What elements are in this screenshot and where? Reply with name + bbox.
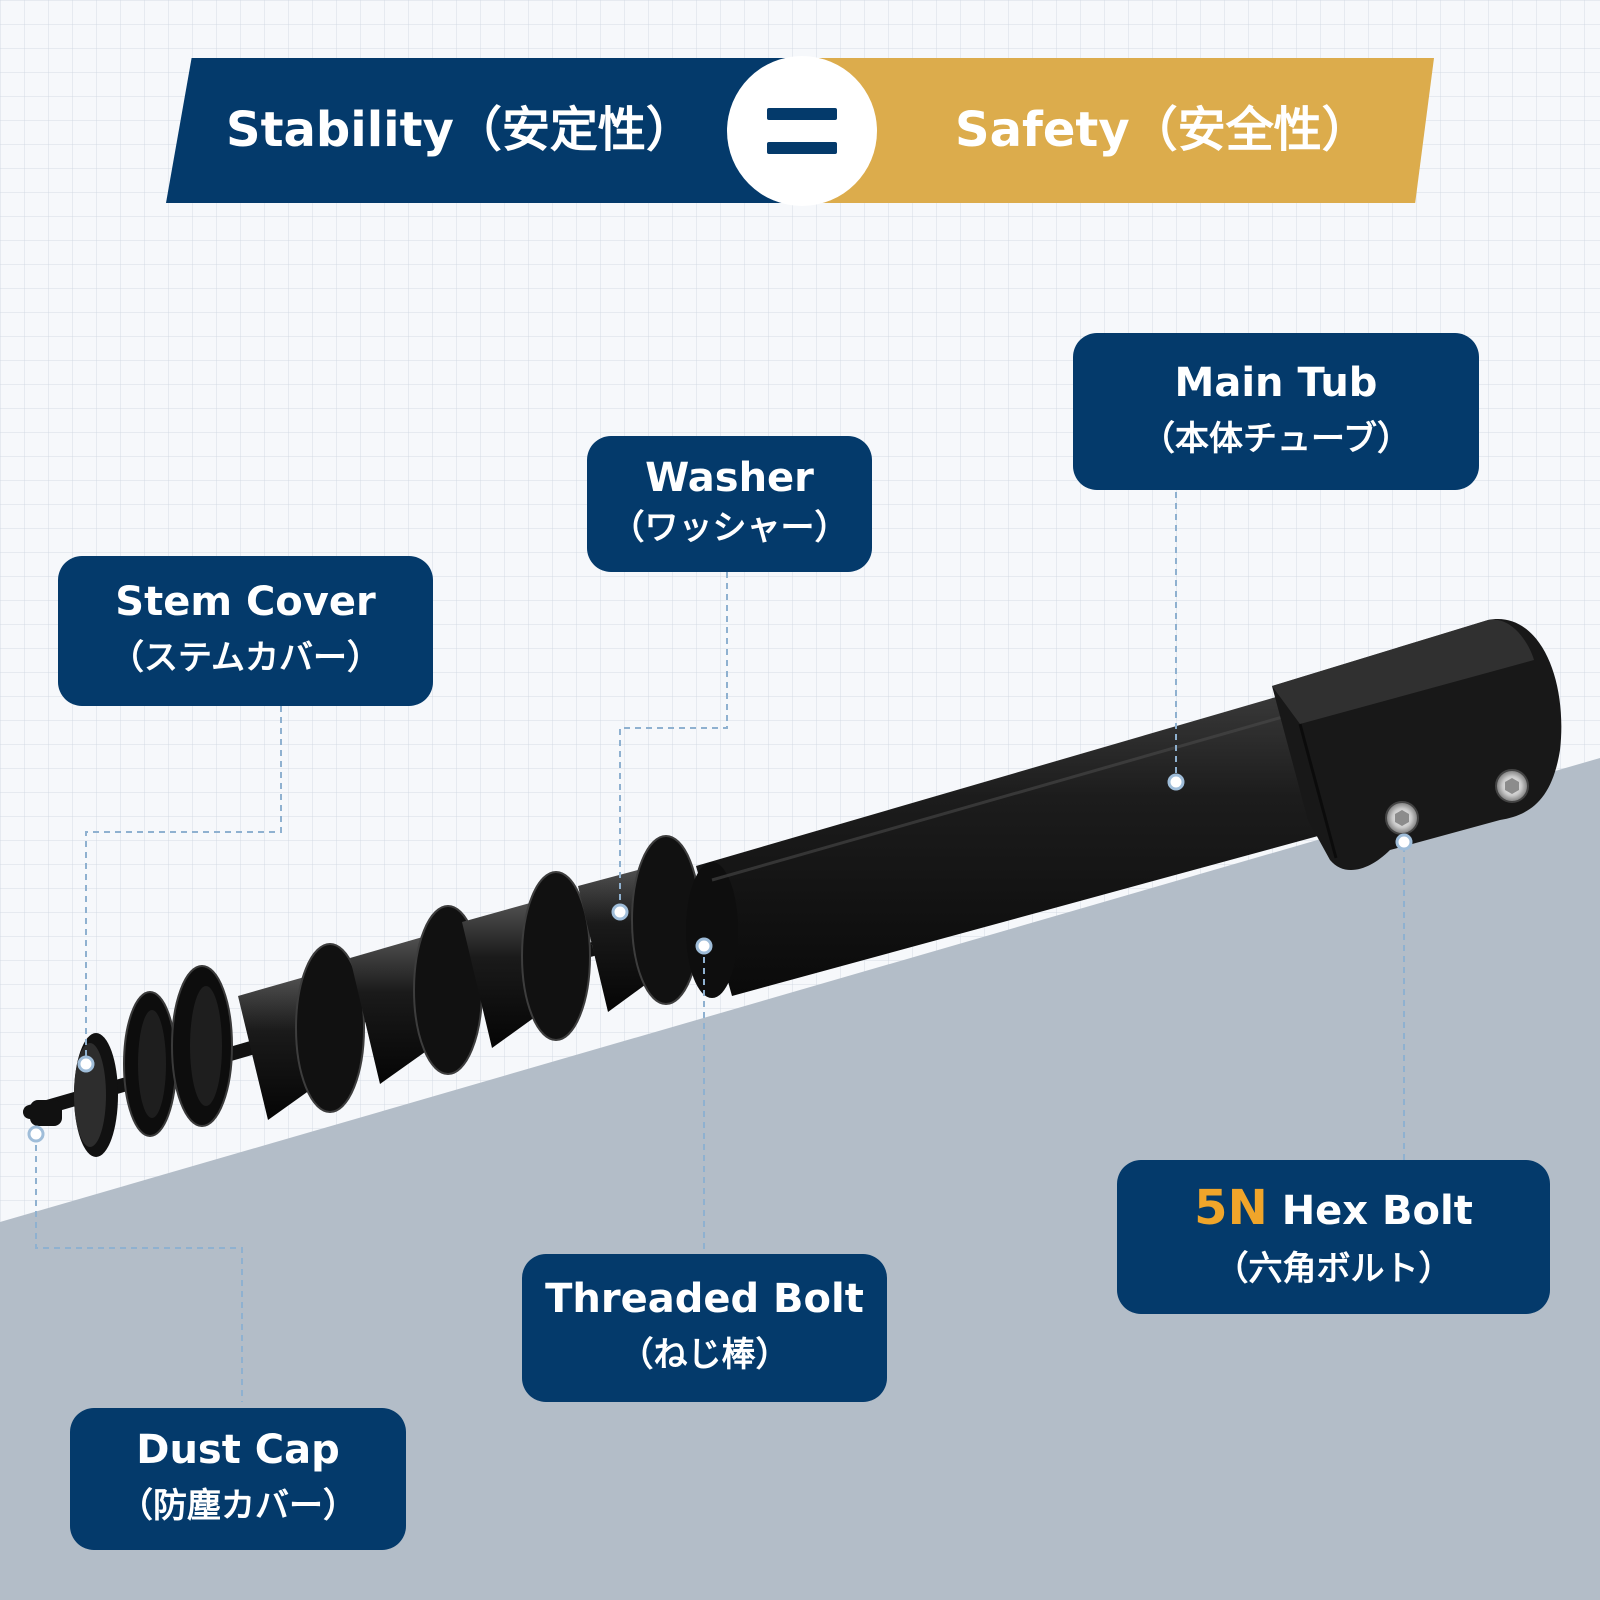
main-tube-part [686,690,1340,998]
dust-cap-label: Dust Cap （防塵カバー） [70,1408,406,1550]
leader-stem-cover [85,706,282,1062]
floor-surface [0,758,1600,1600]
hex-bolt-accent: 5N [1194,1179,1268,1236]
equals-icon [727,56,877,206]
stem-cover-label-en: Stem Cover [115,579,376,626]
hex-bolt-label-title: 5N Hex Bolt [1194,1179,1473,1236]
washer-3 [462,871,591,1048]
spacer-ring-1 [123,991,177,1137]
dot-washer [611,903,629,921]
washer-2 [350,905,483,1084]
threaded-bolt-label-jp: （ねじ棒） [619,1335,790,1376]
threaded-bolt-label: Threaded Bolt （ねじ棒） [522,1254,887,1402]
leader-dust-cap [35,1134,243,1402]
dot-threaded-bolt [695,937,713,955]
dot-main-tube [1167,773,1185,791]
stem-cover-label-jp: （ステムカバー） [110,638,381,679]
dust-cap-label-jp: （防塵カバー） [119,1486,357,1527]
hex-bolt-1 [1385,801,1419,835]
dust-cap-label-en: Dust Cap [136,1427,340,1474]
hex-bolt-label-jp: （六角ボルト） [1214,1248,1453,1289]
callout-dots [27,773,1413,1143]
main-tube-label-jp: （本体チューブ） [1141,418,1411,459]
washer-1 [238,943,365,1120]
washer-label-jp: （ワッシャー） [610,508,849,549]
washer-4 [578,835,701,1012]
threaded-bolt-label-en: Threaded Bolt [545,1276,864,1323]
washer-label-en: Washer [645,455,814,502]
safety-banner [806,58,1434,203]
hex-bolt-2 [1495,769,1529,803]
stem-cover-label: Stem Cover （ステムカバー） [58,556,433,706]
stability-text: Stability（安定性） [226,102,694,158]
dot-hex-bolt [1395,833,1413,851]
hex-bolt-label-en: Hex Bolt [1281,1187,1473,1234]
main-tube-label: Main Tub （本体チューブ） [1073,333,1479,490]
safety-text: Safety（安全性） [955,102,1370,158]
leader-lines [35,492,1405,1402]
spacer-ring-2 [171,965,233,1127]
dot-stem-cover [77,1055,95,1073]
equals-bar-top [767,108,837,120]
equals-bar-bottom [767,142,837,154]
clamp-head-part [1272,619,1562,871]
leader-washer [619,572,728,910]
stability-banner [166,58,806,203]
dot-dust-cap [27,1125,45,1143]
hex-bolt-label: 5N Hex Bolt （六角ボルト） [1117,1160,1550,1314]
main-tube-label-en: Main Tub [1174,359,1378,406]
washer-label: Washer （ワッシャー） [587,436,872,572]
